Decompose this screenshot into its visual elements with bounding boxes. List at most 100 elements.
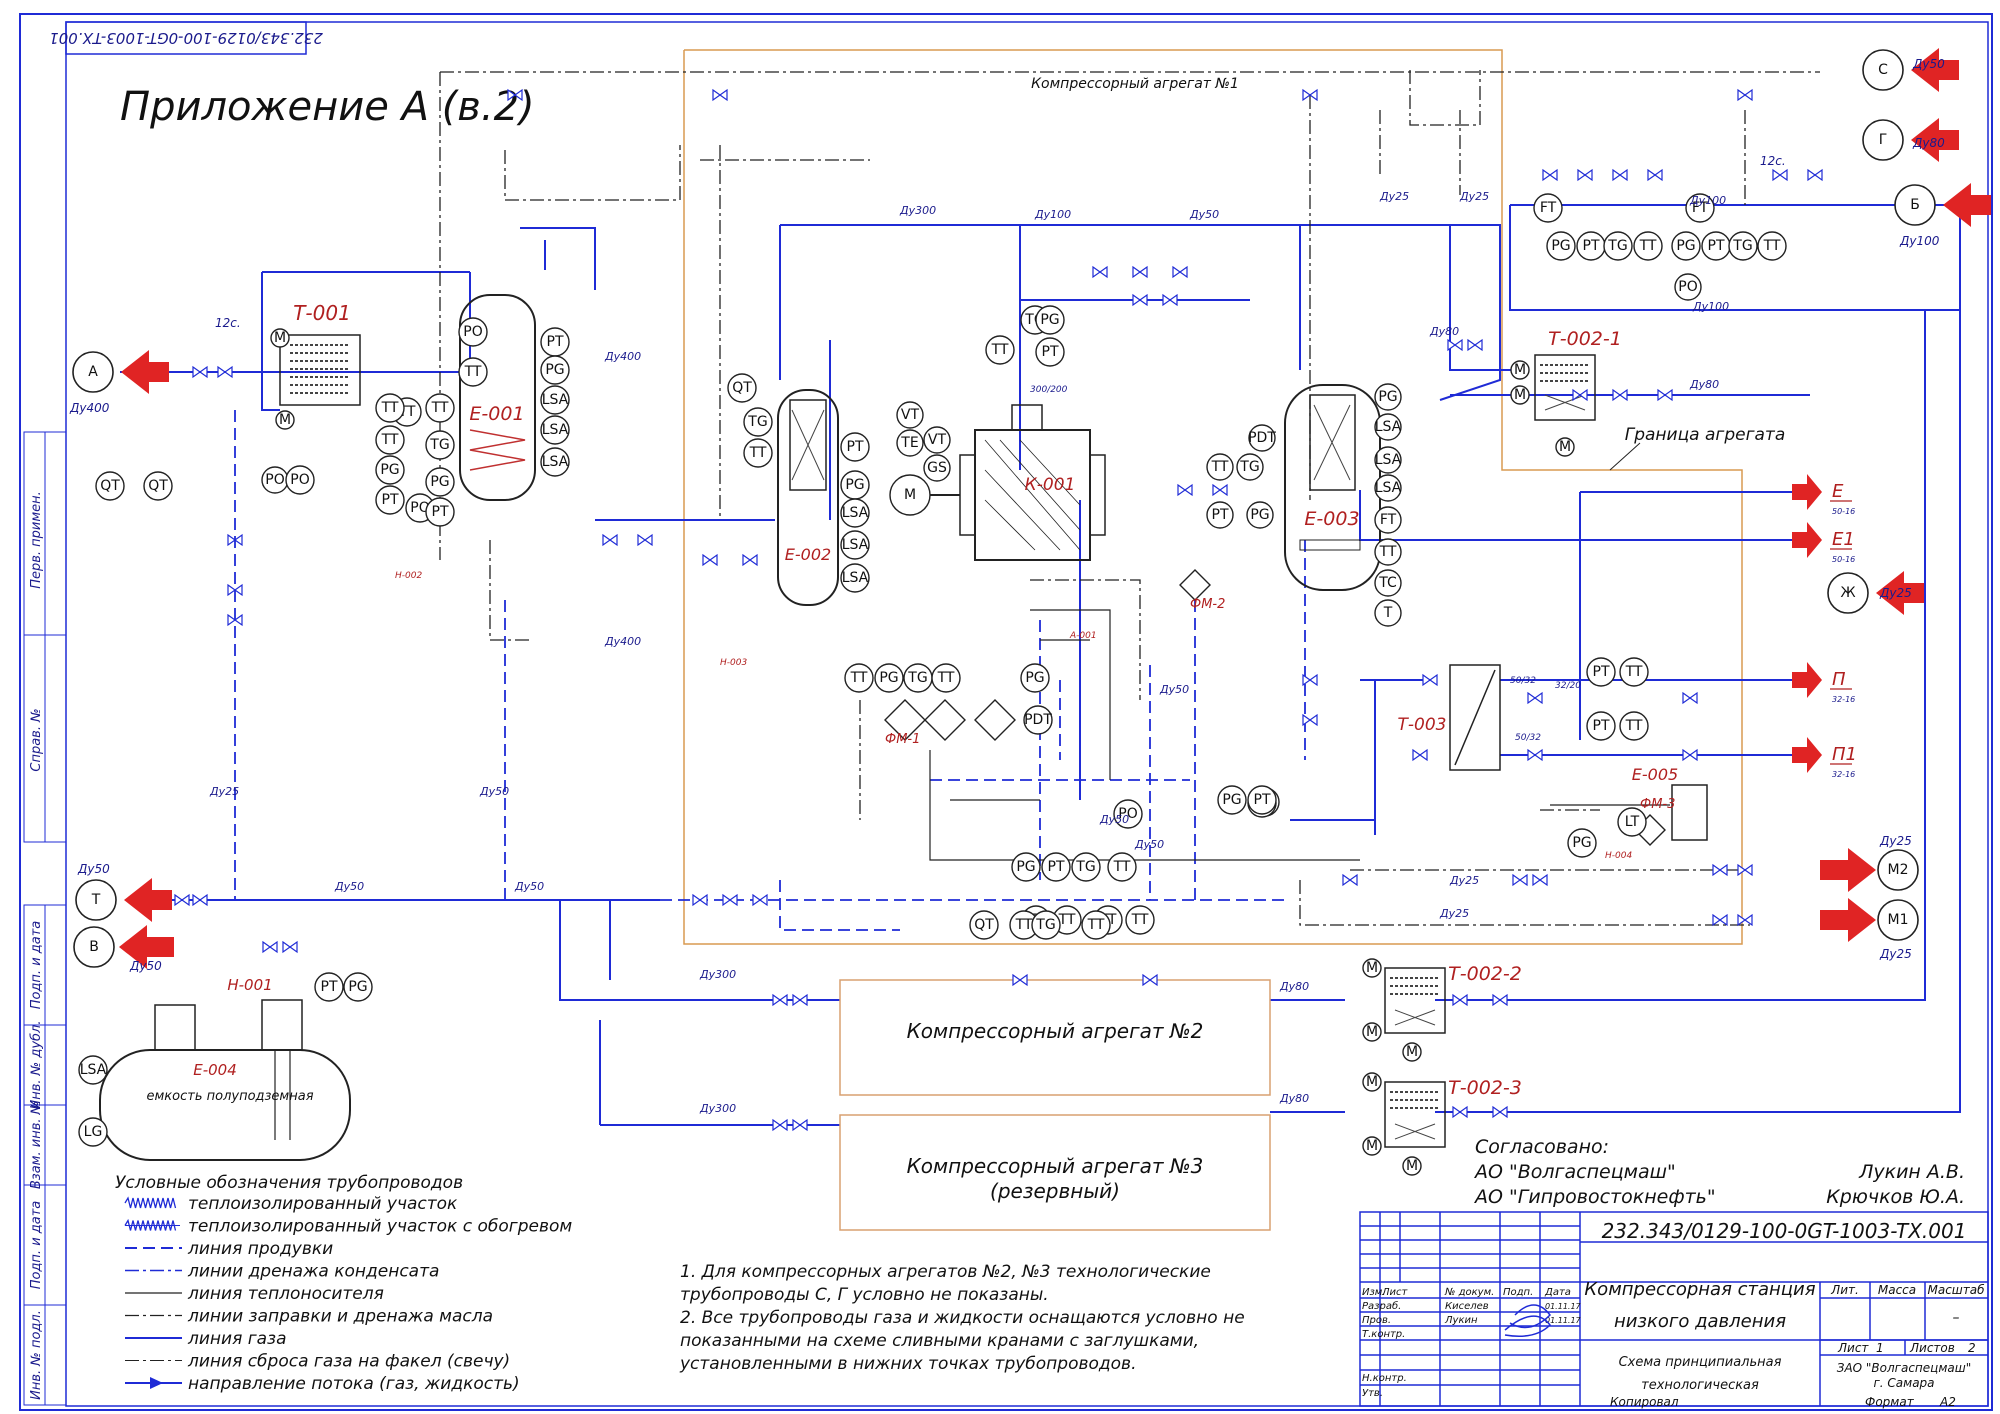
instrument-tt-icon: TT (985, 335, 1015, 365)
du300-label3: Ду300 (699, 1102, 736, 1115)
svg-text:M: M (1406, 1044, 1418, 1060)
valve-icon (1772, 168, 1788, 182)
connection-g-dn: Ду80 (1912, 136, 1945, 150)
svg-text:QT: QT (732, 380, 752, 396)
appendix-title: Приложение А (в.2) (120, 84, 535, 130)
instrument-tt-icon: TT (1107, 852, 1137, 882)
legend-item: теплоизолированный участок с обогревом (124, 1217, 572, 1237)
valve-icon (1452, 1105, 1468, 1119)
du100-label3: Ду100 (1689, 194, 1726, 207)
rotated-code: 232.343/0129-100-0GT-1003-TX.001 (49, 29, 323, 47)
signature-1 (1509, 1304, 1551, 1329)
razrab-date: 01.11.17 (1545, 1302, 1582, 1311)
svg-text:32-16: 32-16 (1832, 695, 1855, 704)
svg-text:PG: PG (1016, 859, 1035, 875)
t0021-exchanger: M M M Т-002-1 (1510, 328, 1622, 457)
svg-text:PT: PT (547, 334, 564, 350)
valve-icon (1302, 88, 1318, 102)
instrument-tt-icon: TT (931, 663, 961, 693)
svg-text:М1: М1 (1888, 912, 1909, 928)
agreed-block: Согласовано: АО "Волгаспецмаш" АО "Гипро… (1473, 1136, 1965, 1208)
instrument-vt-icon: VT (896, 401, 924, 429)
instrument-tt-icon: TT (1081, 910, 1111, 940)
legend-label: теплоизолированный участок с обогревом (188, 1217, 572, 1237)
instrument-pg-icon: PG (874, 663, 904, 693)
instrument-pg-icon: PG (1217, 785, 1247, 815)
e005-label: Е-005 (1632, 765, 1678, 784)
svg-text:50-16: 50-16 (1832, 555, 1855, 564)
instrument-pg-icon: PG (343, 972, 373, 1002)
svg-text:LSA: LSA (542, 392, 569, 408)
svg-text:FT: FT (1692, 200, 1709, 216)
svg-text:PDT: PDT (1024, 712, 1052, 728)
svg-text:TT: TT (937, 670, 955, 686)
side-label-1: Перв. примен. (29, 491, 44, 589)
title-block-text: 232.343/0129-100-0GT-1003-TX.001 Компрес… (1362, 1219, 1985, 1409)
valve-icon (1807, 168, 1823, 182)
format-label: Формат (1865, 1395, 1915, 1409)
svg-text:PG: PG (1551, 238, 1570, 254)
valve-icon (712, 88, 728, 102)
instrument-pt-icon: PT (540, 327, 570, 357)
svg-text:QT: QT (100, 478, 120, 494)
svg-text:TT: TT (1113, 859, 1131, 875)
instrument-po-icon: PO (1113, 799, 1143, 829)
valve-icon (227, 613, 243, 627)
legend-label: линии заправки и дренажа масла (187, 1307, 493, 1327)
svg-text:В: В (89, 939, 99, 955)
sheet-label: Лист (1837, 1341, 1869, 1355)
t0022-label: Т-002-2 (1448, 963, 1522, 985)
valve-icon (1422, 673, 1438, 687)
instrument-te-icon: TE (896, 429, 924, 457)
valve-icon (1172, 265, 1188, 279)
instrument-vt-icon: VT (923, 426, 951, 454)
svg-text:PO: PO (290, 472, 309, 488)
instrument-pg-icon: PG (1567, 828, 1597, 858)
svg-text:T: T (1383, 605, 1393, 621)
svg-text:TT: TT (991, 342, 1009, 358)
svg-text:П: П (1832, 669, 1846, 690)
instrument-tt-icon: TT (1206, 453, 1234, 481)
valve-icon (282, 940, 298, 954)
svg-text:PG: PG (348, 979, 367, 995)
valve-icon (1712, 863, 1728, 877)
legend-item: линия теплоносителя (125, 1284, 384, 1304)
svg-text:TT: TT (1087, 917, 1105, 933)
svg-text:M: M (904, 487, 916, 503)
svg-text:PO: PO (1678, 279, 1697, 295)
legend-label: линия газа (187, 1329, 287, 1349)
connection-m1-dn: Ду25 (1879, 947, 1912, 961)
instrument-po-icon: PO (261, 466, 289, 494)
connection-t-dn: Ду50 (77, 862, 110, 876)
du400-label: Ду400 (604, 350, 641, 363)
svg-text:LSA: LSA (1375, 480, 1402, 496)
instrument-lsa-icon: LSA (540, 385, 570, 415)
valve-layer (174, 88, 1823, 1132)
instrument-tt-icon: TT (1619, 711, 1649, 741)
valve-icon (1612, 388, 1628, 402)
agreed-header: Согласовано: (1475, 1136, 1609, 1158)
connection-v-dn: Ду50 (129, 959, 162, 973)
instrument-lsa-icon: LSA (840, 563, 870, 593)
e004-desc: емкость полуподземная (146, 1089, 313, 1104)
h002-label: Н-002 (395, 571, 422, 581)
razrab: Разраб. (1362, 1300, 1401, 1312)
instrument-lsa-icon: LSA (840, 530, 870, 560)
svg-text:TT: TT (431, 400, 449, 416)
copied: Копировал (1610, 1395, 1679, 1409)
svg-text:PO: PO (463, 324, 482, 340)
t0021-label: Т-002-1 (1548, 328, 1622, 350)
du25-label2: Ду25 (1379, 190, 1409, 203)
svg-text:PT: PT (847, 439, 864, 455)
pipe-labels: Ду300 Ду100 Ду50 Ду400 Ду400 Ду25 Ду50 Д… (209, 154, 1786, 1115)
instrument-tt-icon: TT (458, 357, 488, 387)
instrument-qt-icon: QT (969, 910, 999, 940)
instrument-pg-icon: PG (1020, 663, 1050, 693)
svg-text:Е: Е (1832, 481, 1844, 502)
svg-text:PG: PG (1676, 238, 1695, 254)
svg-text:TT: TT (1058, 912, 1076, 928)
svg-text:FT: FT (1540, 200, 1557, 216)
instrument-tt-icon: TT (425, 393, 455, 423)
valve-icon (1572, 388, 1588, 402)
